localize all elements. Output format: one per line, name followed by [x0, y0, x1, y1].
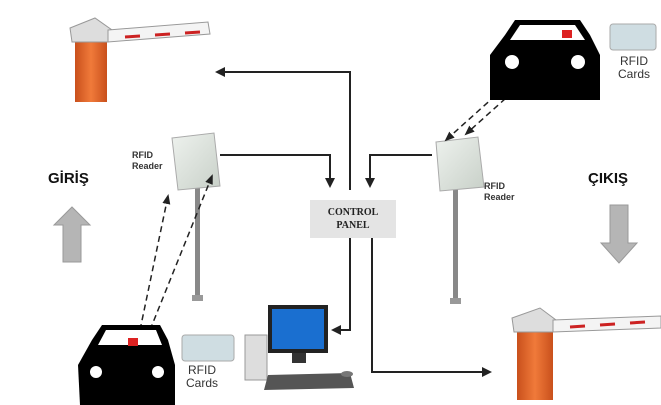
entry-barrier: [69, 17, 211, 102]
cards-bottom-label-1: RFID: [188, 363, 216, 377]
reader-left-label-2: Reader: [132, 161, 163, 171]
rfid-card-bottom: [181, 334, 235, 362]
rfid-card-top: [609, 23, 657, 51]
control-panel-box: CONTROL PANEL: [310, 200, 396, 238]
arrow-down-icon: [599, 204, 639, 264]
reader-right-label: RFID Reader: [484, 181, 515, 203]
cards-top-label-2: Cards: [618, 67, 651, 81]
exit-barrier: [511, 307, 661, 400]
car-top-right: [490, 20, 600, 100]
car-bottom-left: [78, 325, 175, 405]
cards-top-label: RFID Cards: [618, 55, 650, 81]
control-panel-label-1: CONTROL: [327, 207, 379, 218]
cards-top-label-1: RFID: [620, 54, 648, 68]
entry-label: GİRİŞ: [48, 170, 89, 187]
cards-bottom-label-2: Cards: [186, 376, 219, 390]
connectors: [215, 67, 492, 377]
rfid-reader-right: [435, 136, 485, 304]
reader-left-label-1: RFID: [132, 150, 153, 160]
cards-bottom-label: RFID Cards: [186, 364, 218, 390]
arrow-up-icon: [52, 206, 92, 263]
rfid-tag: [562, 30, 572, 38]
computer-icon: [244, 305, 354, 390]
reader-right-label-2: Reader: [484, 192, 515, 202]
reader-right-label-1: RFID: [484, 181, 505, 191]
reader-left-label: RFID Reader: [132, 150, 163, 172]
rfid-tag: [128, 338, 138, 346]
exit-label: ÇIKIŞ: [588, 170, 629, 187]
control-panel-label-2: PANEL: [336, 220, 370, 231]
